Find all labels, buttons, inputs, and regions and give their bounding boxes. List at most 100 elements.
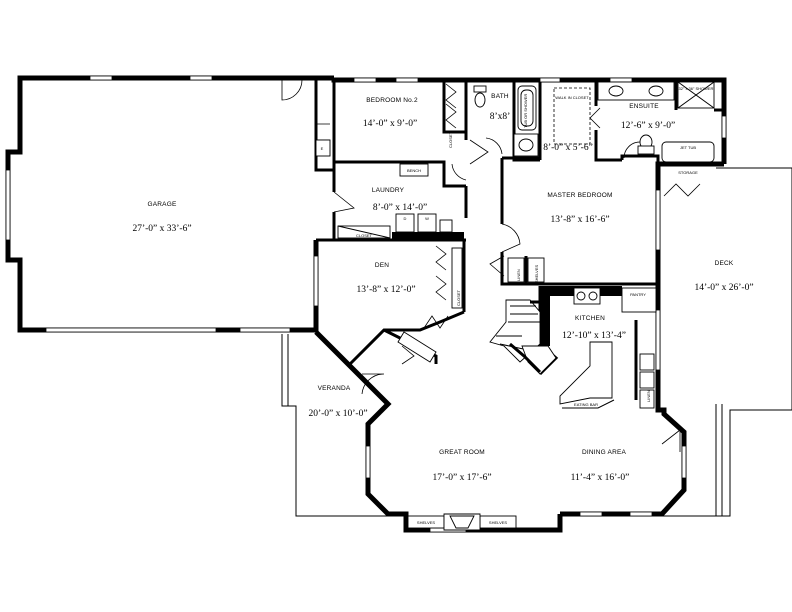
fridge: [639, 371, 655, 389]
window: [721, 115, 727, 139]
fixture-labels: CLOSET BENCH CLOSET D W CLOSET LINEN SHE…: [321, 86, 714, 525]
ensuite-dimensions: 12’-6” x 9’-0”: [621, 121, 675, 131]
den-name: DEN: [375, 262, 389, 269]
sink-bowl: [588, 291, 598, 301]
master-name: MASTER BEDROOM: [547, 192, 612, 199]
linen-label: LINEN: [516, 269, 521, 281]
toilet-tank: [637, 145, 655, 155]
den-dimensions: 13’-8” x 12’-0”: [356, 285, 415, 295]
linen-closet: [507, 257, 525, 283]
bench: [399, 163, 429, 177]
walk-in-closet-label: WALK IN CLOSET: [555, 95, 589, 100]
window: [655, 309, 661, 371]
great-room-dimensions: 17’-0” x 17’-6”: [432, 473, 491, 483]
pantry: [621, 287, 657, 313]
sink-bowl: [576, 291, 586, 301]
garage-panel: [315, 139, 331, 157]
bathtub-basin: [520, 89, 534, 127]
laundry-closet-label: CLOSET: [356, 233, 373, 238]
sink: [608, 85, 624, 97]
garage-panel-label: E: [321, 146, 324, 151]
laundry-dimensions: 8’-0” x 14’-0”: [373, 203, 427, 213]
veranda-outline: [281, 334, 388, 517]
walk-in-dimensions: 8’-0” x 5’-6”: [543, 143, 593, 153]
veranda-dimensions: 20’-0” x 10’-0”: [308, 409, 367, 419]
shower-label: 32” x 36” SHOWER: [679, 86, 714, 91]
shelves-left-label: SHELVES: [417, 520, 435, 525]
closet-label: CLOSET: [448, 131, 453, 148]
pantry-label: PANTRY: [630, 292, 646, 297]
den-closet-label: CLOSET: [456, 289, 461, 306]
closet-bifold-door: [445, 103, 457, 129]
bath-dimensions: 8’x8’: [490, 112, 511, 122]
bench-label: BENCH: [407, 168, 421, 173]
closet-bifold-door: [435, 275, 447, 301]
door-swing: [281, 79, 303, 101]
closet-bifold-door: [435, 245, 447, 271]
veranda-name: VERANDA: [318, 385, 351, 392]
toilet: [474, 92, 486, 108]
toilet-tank: [473, 85, 487, 93]
doors: [281, 79, 701, 452]
window: [89, 75, 113, 81]
window: [609, 77, 633, 83]
door-swing: [451, 163, 467, 181]
window: [629, 511, 653, 517]
window: [189, 75, 213, 81]
linen-cabinet: [639, 389, 655, 409]
window: [395, 77, 419, 83]
kitchen-name: KITCHEN: [575, 315, 605, 322]
door-swing: [485, 137, 503, 155]
shelves: [527, 257, 545, 283]
range: [639, 353, 655, 371]
jet-tub-label: JET TUB: [680, 145, 696, 150]
fireplace-hearth: [449, 515, 475, 529]
veranda-door: [361, 373, 385, 395]
room-labels: GARAGE 27’-0” x 33’-6” BEDROOM No.2 14’-…: [132, 93, 753, 483]
bedroom2-name: BEDROOM No.2: [366, 97, 418, 104]
closet-bifold-door: [445, 83, 457, 109]
fixtures: [315, 81, 715, 531]
linen-cabinet-label: LINEN: [646, 390, 651, 402]
eating-bar-island: [559, 341, 613, 405]
door-jamb: [316, 123, 330, 141]
window: [655, 189, 661, 251]
door-swing: [623, 141, 641, 159]
door-swing: [589, 107, 601, 129]
deck-door: [661, 429, 681, 452]
dryer-label: D: [404, 216, 407, 221]
closet-door: [401, 345, 415, 365]
window: [579, 511, 603, 517]
stairs: [489, 299, 557, 375]
storage-bifold-door: [663, 183, 701, 197]
jet-tub: [661, 141, 715, 163]
great-room-name: GREAT ROOM: [439, 449, 485, 456]
dining-dimensions: 11’-4” x 16’-0”: [571, 473, 630, 483]
master-dimensions: 13’-8” x 16’-6”: [550, 215, 609, 225]
kitchen-counter: [540, 286, 550, 346]
door-swing: [469, 139, 489, 165]
eating-bar-label: EATING BAR: [574, 402, 598, 407]
window: [313, 255, 319, 307]
window: [681, 445, 687, 479]
washer-label: W: [425, 216, 429, 221]
window: [539, 77, 561, 83]
garage-dimensions: 27’-0” x 33’-6”: [132, 224, 191, 234]
bath-name: BATH: [491, 93, 509, 100]
shelves-label: SHELVES: [534, 265, 539, 283]
laundry-counter: [392, 232, 464, 240]
window: [365, 445, 371, 479]
den-closet: [451, 247, 463, 309]
dining-name: DINING AREA: [582, 449, 627, 456]
deck-dimensions: 14’-0” x 26’-0”: [694, 283, 753, 293]
storage-label: STORAGE: [678, 170, 698, 175]
deck-outline: [655, 167, 792, 517]
garage-name: GARAGE: [147, 201, 176, 208]
kitchen-dimensions: 12’-10” x 13’-4”: [562, 331, 626, 341]
laundry-sink: [439, 219, 453, 233]
garage-door: [45, 327, 217, 333]
ensuite-name: ENSUITE: [629, 103, 659, 110]
window: [353, 77, 377, 83]
shelves-right-label: SHELVES: [489, 520, 507, 525]
